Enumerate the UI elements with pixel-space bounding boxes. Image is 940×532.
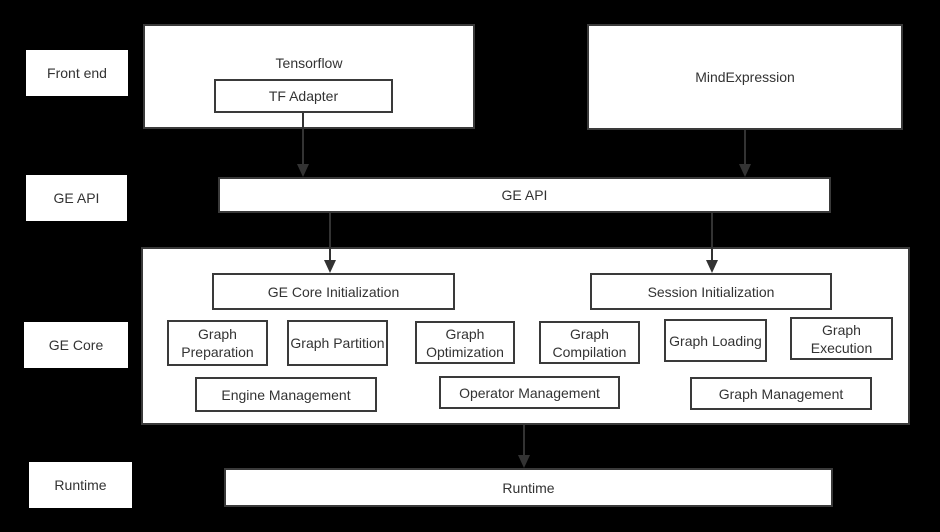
side-label-ge-core: GE Core xyxy=(24,322,128,368)
graph-management-box: Graph Management xyxy=(690,377,872,410)
graph-partition-box: Graph Partition xyxy=(287,320,388,366)
tensorflow-title: Tensorflow xyxy=(275,55,343,71)
side-label-front-end: Front end xyxy=(26,50,128,96)
graph-execution-box: Graph Execution xyxy=(790,317,893,360)
side-label-ge-api: GE API xyxy=(26,175,127,221)
graph-optimization-box: Graph Optimization xyxy=(415,321,515,364)
runtime-bar: Runtime xyxy=(224,468,833,507)
graph-compilation-box: Graph Compilation xyxy=(539,321,640,364)
arrow-mindexpression-to-ge-api xyxy=(739,130,751,177)
graph-loading-box: Graph Loading xyxy=(664,319,767,362)
ge-core-initialization-box: GE Core Initialization xyxy=(212,273,455,310)
arrow-ge-core-to-runtime xyxy=(518,425,530,468)
ge-core-box: GE Core Initialization Session Initializ… xyxy=(141,247,910,425)
session-initialization-box: Session Initialization xyxy=(590,273,832,310)
operator-management-box: Operator Management xyxy=(439,376,620,409)
ge-api-bar: GE API xyxy=(218,177,831,213)
graph-preparation-box: Graph Preparation xyxy=(167,320,268,366)
engine-management-box: Engine Management xyxy=(195,377,377,412)
side-label-runtime: Runtime xyxy=(29,462,132,508)
mindexpression-box: MindExpression xyxy=(587,24,903,130)
tf-adapter-box: TF Adapter xyxy=(214,79,393,113)
tensorflow-box: Tensorflow TF Adapter xyxy=(143,24,475,129)
